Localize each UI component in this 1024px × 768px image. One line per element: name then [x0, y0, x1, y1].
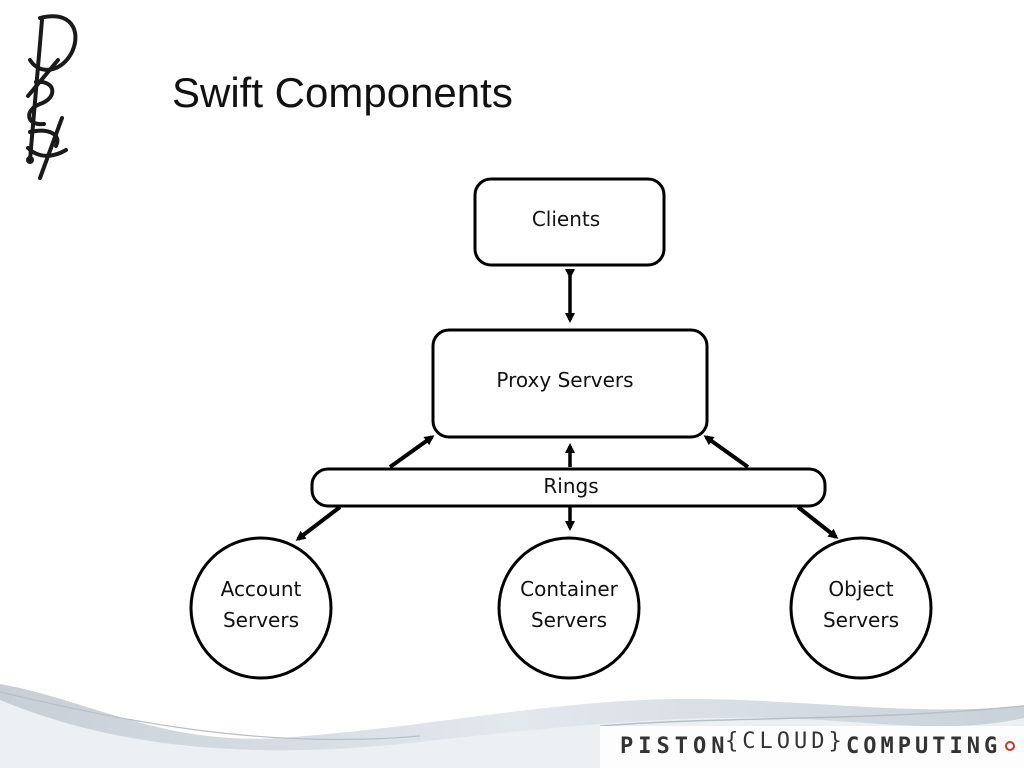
account-servers-label-line2: Servers	[223, 608, 299, 632]
edge-rings-account	[295, 505, 342, 541]
clients-label: Clients	[532, 207, 600, 231]
container-servers-label-line2: Servers	[531, 608, 607, 632]
clients-node: Clients	[473, 177, 666, 267]
proxy-servers-node: Proxy Servers	[431, 328, 709, 439]
slide-title: Swift Components	[172, 69, 513, 116]
account-servers-node: Account Servers	[189, 536, 333, 680]
object-servers-label-line2: Servers	[823, 608, 899, 632]
proxy-servers-label: Proxy Servers	[496, 368, 633, 392]
container-servers-label-line1: Container	[520, 577, 619, 601]
container-servers-node: Container Servers	[497, 536, 641, 680]
footer-brand-computing: COMPUTING	[846, 733, 1002, 759]
rings-label: Rings	[543, 474, 598, 498]
piston-signature-logo-icon	[26, 14, 78, 180]
object-servers-node: Object Servers	[789, 536, 933, 680]
footer-brand-flower-icon	[1005, 741, 1015, 751]
account-servers-label-line1: Account	[221, 577, 302, 601]
edge-rings-object	[796, 505, 839, 539]
object-servers-label-line1: Object	[828, 577, 893, 601]
footer-brand-cloud: {CLOUD}	[725, 728, 846, 754]
edge-rings-proxy-right	[703, 435, 750, 469]
edge-rings-proxy-left	[388, 435, 435, 469]
footer-brand-piston: PISTON	[620, 733, 730, 759]
rings-node: Rings	[310, 467, 827, 508]
